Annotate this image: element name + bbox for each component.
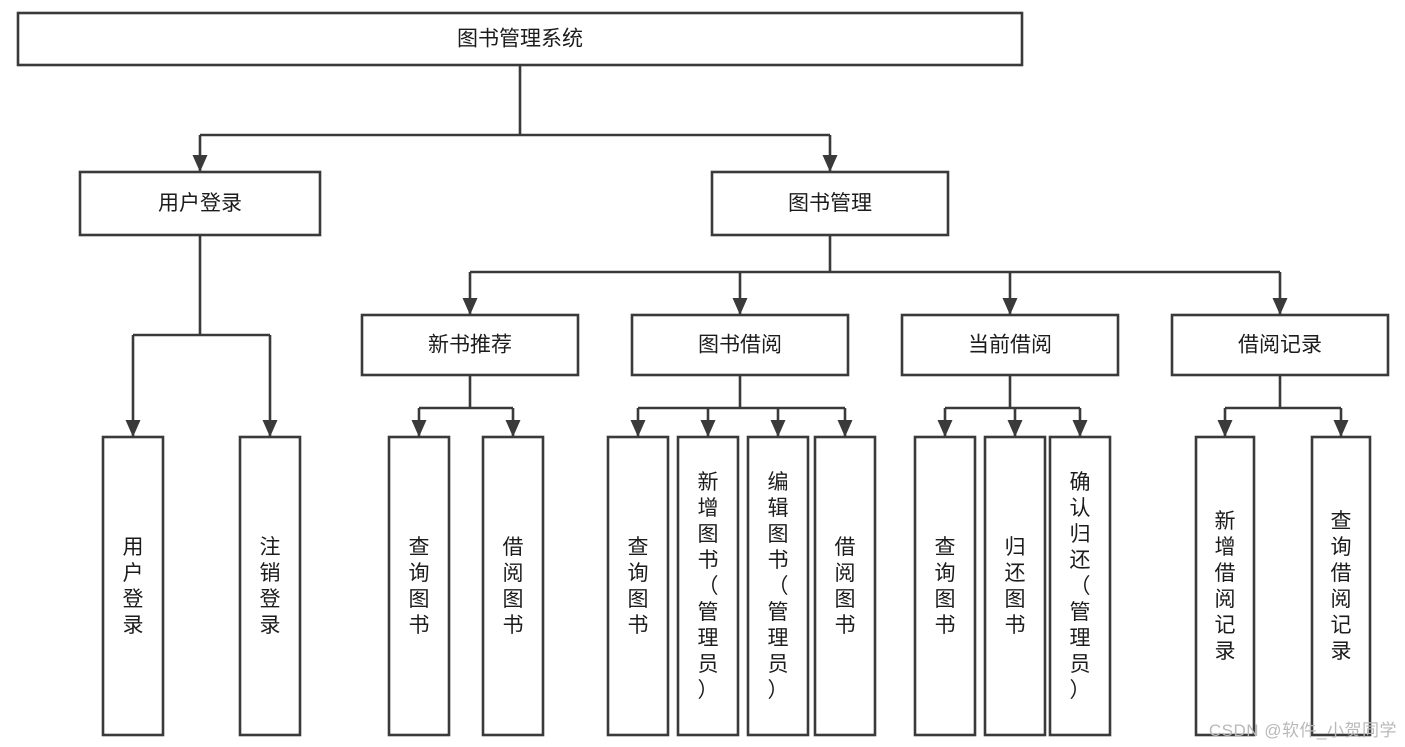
node-box-rec-query-book bbox=[387, 435, 451, 737]
arrow-head-cur-return-book bbox=[1007, 420, 1023, 437]
node-box-borrow-query-book bbox=[606, 435, 670, 737]
node-label-current-borrow: 当前借阅 bbox=[968, 334, 1052, 357]
node-borrow-query-book[interactable]: 查询图书 bbox=[606, 435, 670, 737]
node-label-book-borrow: 图书借阅 bbox=[698, 334, 782, 357]
node-box-user-login bbox=[78, 170, 322, 237]
node-label-user-login-do: 用户登录 bbox=[123, 536, 144, 637]
node-book-borrow[interactable]: 图书借阅 bbox=[630, 313, 850, 377]
node-rec-borrow-book[interactable]: 借阅图书 bbox=[481, 435, 545, 737]
node-box-book-borrow bbox=[630, 313, 850, 377]
node-rec-query-record[interactable]: 查询借阅记录 bbox=[1310, 435, 1372, 737]
arrow-head-rec-add-record bbox=[1217, 420, 1233, 437]
node-rec-query-book[interactable]: 查询图书 bbox=[387, 435, 451, 737]
arrow-head-new-book-rec bbox=[462, 298, 478, 315]
node-borrow-edit-book[interactable]: 编辑图书（管理员） bbox=[746, 435, 810, 737]
node-cur-confirm-return[interactable]: 确认归还（管理员） bbox=[1048, 435, 1112, 737]
node-new-book-rec[interactable]: 新书推荐 bbox=[360, 313, 580, 377]
arrow-head-current-borrow bbox=[1002, 298, 1018, 315]
arrow-head-borrow-add-book bbox=[700, 420, 716, 437]
arrow-head-cur-confirm-return bbox=[1072, 420, 1088, 437]
node-label-borrow-query-book: 查询图书 bbox=[628, 536, 649, 637]
node-box-borrow-edit-book bbox=[746, 435, 810, 737]
node-box-root bbox=[16, 11, 1024, 67]
arrow-head-book-manage bbox=[822, 155, 838, 172]
node-label-cur-confirm-return: 确认归还（管理员） bbox=[1070, 471, 1091, 702]
node-label-rec-borrow-book: 借阅图书 bbox=[503, 536, 524, 637]
node-label-borrow-record: 借阅记录 bbox=[1238, 334, 1322, 357]
node-box-book-manage bbox=[710, 170, 950, 237]
node-user-login-do[interactable]: 用户登录 bbox=[101, 435, 165, 737]
node-rec-add-record[interactable]: 新增借阅记录 bbox=[1194, 435, 1256, 737]
node-label-borrow-do-borrow: 借阅图书 bbox=[835, 536, 856, 637]
node-label-rec-query-record: 查询借阅记录 bbox=[1331, 510, 1352, 663]
node-box-rec-query-record bbox=[1310, 435, 1372, 737]
node-borrow-record[interactable]: 借阅记录 bbox=[1170, 313, 1390, 377]
arrow-head-borrow-edit-book bbox=[770, 420, 786, 437]
arrow-head-rec-query-record bbox=[1333, 420, 1349, 437]
node-box-cur-query-book bbox=[913, 435, 977, 737]
node-box-current-borrow bbox=[900, 313, 1120, 377]
node-box-user-logout bbox=[238, 435, 302, 737]
node-label-cur-return-book: 归还图书 bbox=[1005, 536, 1026, 637]
arrow-head-borrow-record bbox=[1272, 298, 1288, 315]
arrow-head-cur-query-book bbox=[937, 420, 953, 437]
node-label-new-book-rec: 新书推荐 bbox=[428, 334, 512, 357]
node-label-user-logout: 注销登录 bbox=[260, 536, 281, 637]
node-root[interactable]: 图书管理系统 bbox=[16, 11, 1024, 67]
node-label-user-login: 用户登录 bbox=[158, 192, 242, 215]
node-box-borrow-add-book bbox=[676, 435, 740, 737]
node-label-book-manage: 图书管理 bbox=[788, 192, 872, 215]
node-current-borrow[interactable]: 当前借阅 bbox=[900, 313, 1120, 377]
node-box-rec-add-record bbox=[1194, 435, 1256, 737]
arrow-head-rec-query-book bbox=[411, 420, 427, 437]
node-label-borrow-add-book: 新增图书（管理员） bbox=[698, 471, 719, 702]
arrow-head-user-login bbox=[192, 155, 208, 172]
arrow-head-borrow-query-book bbox=[630, 420, 646, 437]
node-borrow-do-borrow[interactable]: 借阅图书 bbox=[813, 435, 877, 737]
node-label-root: 图书管理系统 bbox=[457, 28, 583, 51]
node-box-new-book-rec bbox=[360, 313, 580, 377]
node-box-user-login-do bbox=[101, 435, 165, 737]
arrow-head-borrow-do-borrow bbox=[837, 420, 853, 437]
node-label-rec-query-book: 查询图书 bbox=[409, 536, 430, 637]
node-box-cur-confirm-return bbox=[1048, 435, 1112, 737]
arrow-head-rec-borrow-book bbox=[505, 420, 521, 437]
node-cur-query-book[interactable]: 查询图书 bbox=[913, 435, 977, 737]
arrow-head-book-borrow bbox=[732, 298, 748, 315]
arrow-head-user-logout bbox=[262, 420, 278, 437]
node-cur-return-book[interactable]: 归还图书 bbox=[983, 435, 1047, 737]
node-box-borrow-record bbox=[1170, 313, 1390, 377]
node-box-cur-return-book bbox=[983, 435, 1047, 737]
node-label-cur-query-book: 查询图书 bbox=[935, 536, 956, 637]
node-box-rec-borrow-book bbox=[481, 435, 545, 737]
node-label-rec-add-record: 新增借阅记录 bbox=[1215, 510, 1236, 663]
node-label-borrow-edit-book: 编辑图书（管理员） bbox=[768, 471, 789, 702]
node-user-logout[interactable]: 注销登录 bbox=[238, 435, 302, 737]
node-borrow-add-book[interactable]: 新增图书（管理员） bbox=[676, 435, 740, 737]
node-book-manage[interactable]: 图书管理 bbox=[710, 170, 950, 237]
node-box-borrow-do-borrow bbox=[813, 435, 877, 737]
arrow-head-user-login-do bbox=[125, 420, 141, 437]
node-user-login[interactable]: 用户登录 bbox=[78, 170, 322, 237]
